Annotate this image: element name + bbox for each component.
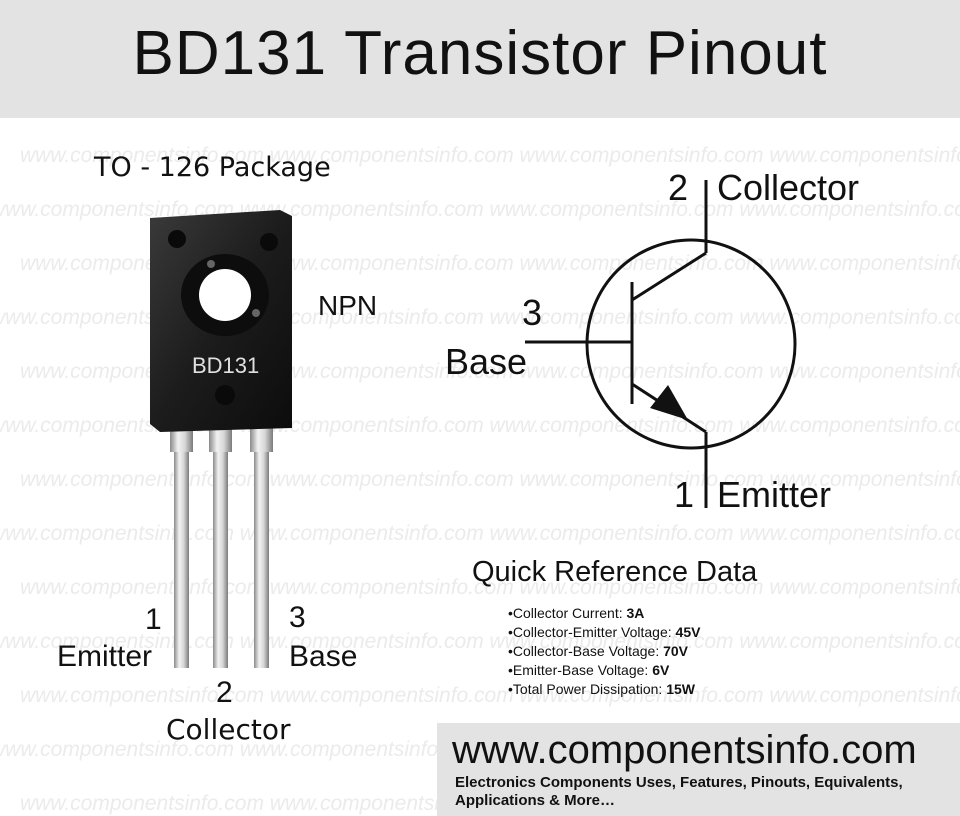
- package-marking: BD131: [192, 353, 260, 378]
- page-title: BD131 Transistor Pinout: [132, 19, 828, 88]
- emitter-arrow-icon: [650, 385, 688, 420]
- symbol-base-name: Base: [445, 341, 528, 382]
- symbol-collector-name: Collector: [717, 167, 860, 208]
- list-item: Collector Current: 3A: [508, 604, 700, 623]
- lead-base: [254, 422, 269, 668]
- package-pin2-name: Collector: [166, 713, 291, 746]
- quick-reference-list: Collector Current: 3A Collector-Emitter …: [508, 604, 701, 699]
- list-item: Collector-Emitter Voltage: 45V: [508, 623, 701, 642]
- title-banner: BD131 Transistor Pinout: [0, 0, 960, 118]
- symbol-base-number: 3: [522, 292, 543, 333]
- package-pin3-number: 3: [289, 601, 306, 634]
- footer-tagline: Electronics Components Uses, Features, P…: [455, 774, 903, 809]
- quick-reference-title: Quick Reference Data: [472, 556, 758, 588]
- symbol-circle: [585, 238, 797, 450]
- watermark-row: www.componentsinfo.com www.componentsinf…: [20, 144, 960, 167]
- package-pin3-name: Base: [289, 640, 358, 673]
- list-item: Collector-Base Voltage: 70V: [508, 642, 700, 661]
- symbol-collector-number: 2: [668, 167, 689, 208]
- lead-emitter: [174, 422, 189, 668]
- package-pin1-number: 1: [145, 603, 162, 636]
- footer-banner: www.componentsinfo.com Electronics Compo…: [437, 723, 960, 816]
- package-pin1-name: Emitter: [57, 640, 153, 673]
- lead-collector: [213, 422, 228, 668]
- transistor-type: NPN: [318, 290, 378, 321]
- transistor-package: [150, 210, 292, 668]
- mounting-hole: [199, 269, 251, 321]
- watermark-row: www.componentsinfo.com www.componentsinf…: [0, 630, 960, 653]
- collector-diagonal: [631, 251, 707, 302]
- footer-site-link[interactable]: www.componentsinfo.com: [452, 728, 917, 772]
- symbol-emitter-number: 1: [674, 474, 695, 515]
- package-label: TO - 126 Package: [94, 152, 331, 183]
- npn-symbol: [525, 180, 797, 508]
- watermark-row: www.componentsinfo.com www.componentsinf…: [20, 684, 960, 707]
- watermark-row: www.componentsinfo.com www.componentsinf…: [0, 522, 960, 545]
- list-item: Emitter-Base Voltage: 6V: [508, 661, 700, 680]
- symbol-emitter-name: Emitter: [717, 474, 832, 515]
- list-item: Total Power Dissipation: 15W: [508, 680, 700, 699]
- package-pin2-number: 2: [216, 676, 233, 709]
